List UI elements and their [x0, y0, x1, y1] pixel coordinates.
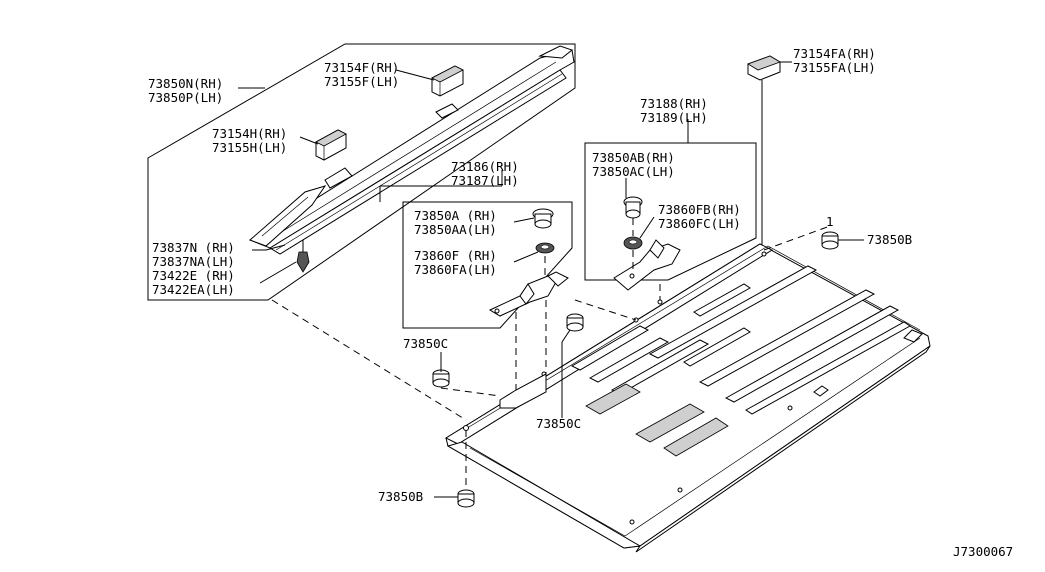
label-rail-p: 73850P(LH)	[148, 90, 223, 105]
label-washer-f: 73860F (RH)	[414, 248, 497, 263]
label-washer-fa: 73860FA(LH)	[414, 262, 497, 277]
label-nut-b-bottom: 73850B	[378, 489, 423, 504]
label-cap-h-lh: 73155H(LH)	[212, 140, 287, 155]
label-nut-c-middle: 73850C	[536, 416, 581, 431]
nut-b-top	[821, 231, 839, 250]
rail-cap-f	[431, 65, 464, 97]
label-bracket-186: 73186(RH)	[451, 159, 519, 174]
diagram-code: J7300067	[953, 544, 1013, 559]
nut-c-left	[432, 369, 450, 388]
label-clip-rh: 73422E (RH)	[152, 268, 235, 283]
roof-rail	[248, 45, 575, 255]
label-bracket-189: 73189(LH)	[640, 110, 708, 125]
bolt-186	[532, 208, 554, 229]
bolt-188	[623, 196, 643, 219]
label-nut-c-left: 73850C	[403, 336, 448, 351]
label-bolt-a: 73850A (RH)	[414, 208, 497, 223]
label-cap-f-rh: 73154F(RH)	[324, 60, 399, 75]
label-cap-fa-lh: 73155FA(LH)	[793, 60, 876, 75]
label-finisher-rh: 73837N (RH)	[152, 240, 235, 255]
label-quantity: 1	[826, 214, 834, 229]
label-clip-lh: 73422EA(LH)	[152, 282, 235, 297]
label-bracket-188: 73188(RH)	[640, 96, 708, 111]
label-cap-h-rh: 73154H(RH)	[212, 126, 287, 141]
label-bolt-ac: 73850AC(LH)	[592, 164, 675, 179]
leader-lines	[238, 69, 864, 498]
bracket-188-callout-box	[584, 142, 757, 281]
label-bracket-187: 73187(LH)	[451, 173, 519, 188]
rail-clip	[296, 240, 310, 273]
rail-cap-fa	[747, 55, 781, 81]
rail-callout-box	[147, 43, 576, 301]
washer-186	[535, 242, 555, 254]
label-rail-n: 73850N(RH)	[148, 76, 223, 91]
label-washer-fb: 73860FB(RH)	[658, 202, 741, 217]
label-cap-fa-rh: 73154FA(RH)	[793, 46, 876, 61]
label-cap-f-lh: 73155F(LH)	[324, 74, 399, 89]
assembly-lines	[271, 218, 831, 488]
bracket-188	[613, 239, 681, 291]
label-bolt-ab: 73850AB(RH)	[592, 150, 675, 165]
washer-188	[623, 236, 643, 250]
nut-b-bottom	[457, 489, 475, 508]
label-finisher-lh: 73837NA(LH)	[152, 254, 235, 269]
rail-cap-h	[315, 129, 347, 161]
label-washer-fc: 73860FC(LH)	[658, 216, 741, 231]
label-bolt-aa: 73850AA(LH)	[414, 222, 497, 237]
bracket-186	[488, 271, 569, 317]
nut-c-middle	[566, 313, 584, 332]
label-nut-b-top: 73850B	[867, 232, 912, 247]
